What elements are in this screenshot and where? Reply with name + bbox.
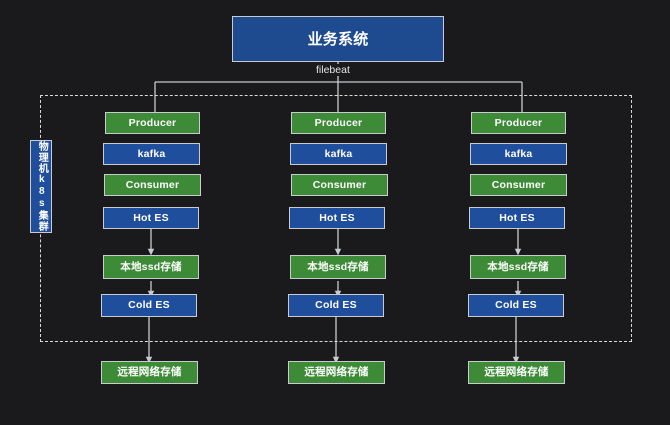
col-3-node-remote-network-storage[interactable]: 远程网络存储 bbox=[468, 361, 565, 384]
col-3-node-local-ssd-storage[interactable]: 本地ssd存储 bbox=[470, 255, 566, 279]
col-3-node-consumer[interactable]: Consumer bbox=[470, 174, 567, 196]
title-node-business-system[interactable]: 业务系统 bbox=[232, 16, 444, 62]
col-2-node-producer[interactable]: Producer bbox=[291, 112, 386, 134]
col-3-node-producer[interactable]: Producer bbox=[471, 112, 566, 134]
col-3-node-kafka[interactable]: kafka bbox=[470, 143, 567, 165]
col-2-node-kafka[interactable]: kafka bbox=[290, 143, 387, 165]
col-1-node-kafka[interactable]: kafka bbox=[103, 143, 200, 165]
col-2-node-hot-es[interactable]: Hot ES bbox=[289, 207, 385, 229]
col-3-node-hot-es[interactable]: Hot ES bbox=[469, 207, 565, 229]
edge-label-filebeat: filebeat bbox=[313, 64, 353, 76]
col-2-node-local-ssd-storage[interactable]: 本地ssd存储 bbox=[290, 255, 386, 279]
col-1-node-cold-es[interactable]: Cold ES bbox=[101, 294, 197, 317]
col-2-node-consumer[interactable]: Consumer bbox=[291, 174, 388, 196]
col-2-node-remote-network-storage[interactable]: 远程网络存储 bbox=[288, 361, 385, 384]
col-3-node-cold-es[interactable]: Cold ES bbox=[468, 294, 564, 317]
col-1-node-consumer[interactable]: Consumer bbox=[104, 174, 201, 196]
col-1-node-remote-network-storage[interactable]: 远程网络存储 bbox=[101, 361, 198, 384]
col-1-node-producer[interactable]: Producer bbox=[105, 112, 200, 134]
col-2-node-cold-es[interactable]: Cold ES bbox=[288, 294, 384, 317]
cluster-label: 物理机k8s集群 bbox=[30, 140, 52, 233]
col-1-node-local-ssd-storage[interactable]: 本地ssd存储 bbox=[103, 255, 199, 279]
col-1-node-hot-es[interactable]: Hot ES bbox=[103, 207, 199, 229]
